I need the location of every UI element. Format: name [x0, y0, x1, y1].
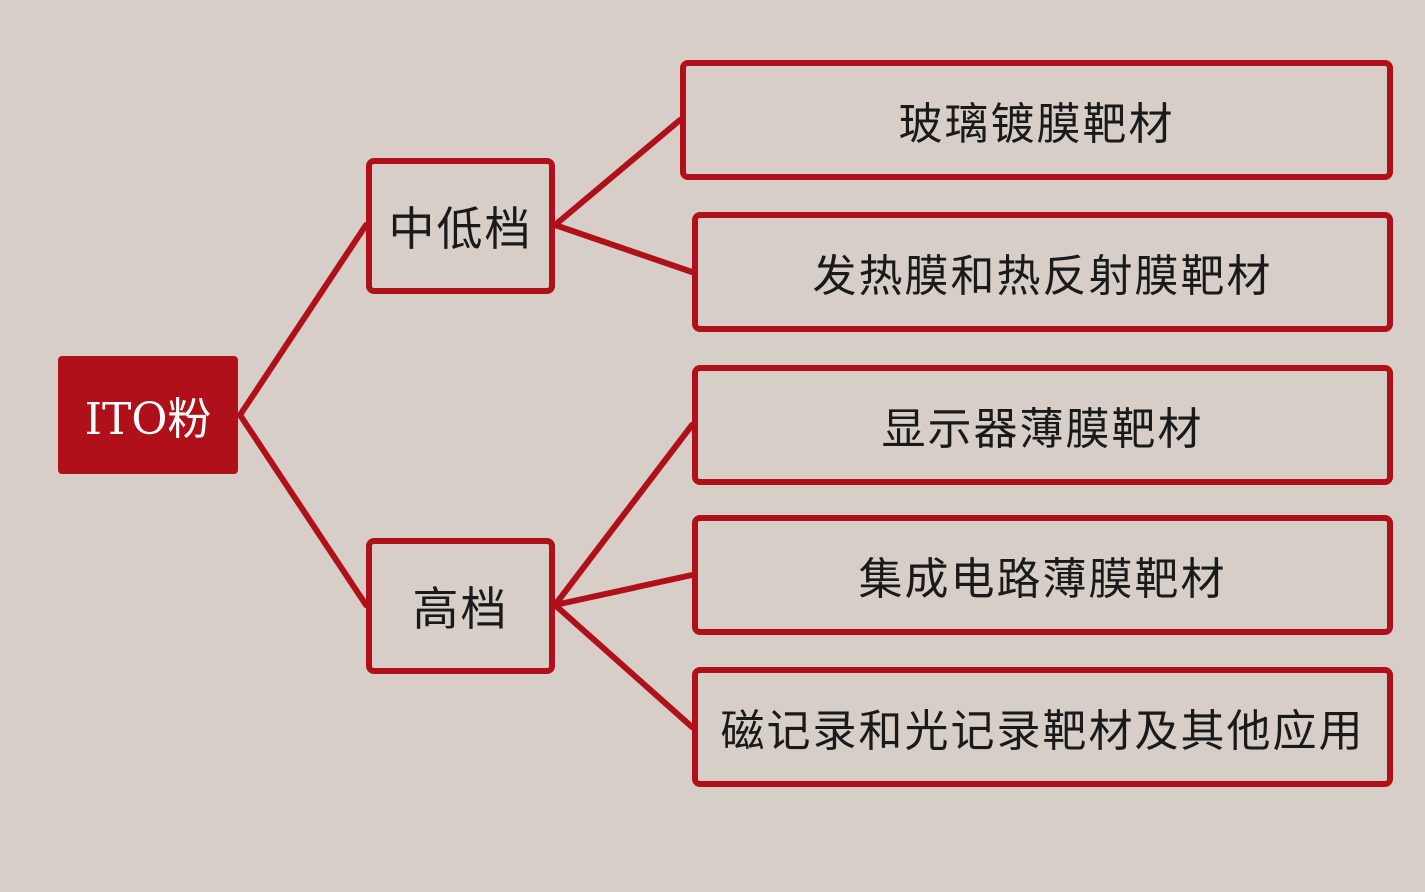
leaf-node-5: 磁记录和光记录靶材及其他应用 [692, 667, 1393, 787]
connector-high-to-leaf-4 [552, 572, 695, 608]
connector-root-to-mid-low [237, 222, 369, 418]
root-node: ITO粉 [58, 356, 238, 474]
leaf-label: 发热膜和热反射膜靶材 [812, 251, 1273, 302]
leaf-label: 显示器薄膜靶材 [881, 404, 1204, 455]
root-label: ITO粉 [84, 394, 212, 445]
leaf-label: 磁记录和光记录靶材及其他应用 [720, 706, 1365, 757]
branch-node-mid-low: 中低档 [366, 158, 555, 294]
connector-mid-low-to-leaf-1 [552, 117, 683, 228]
connector-root-to-high [237, 412, 369, 608]
leaf-node-4: 集成电路薄膜靶材 [692, 515, 1393, 635]
leaf-node-3: 显示器薄膜靶材 [692, 365, 1393, 485]
branch-label: 中低档 [388, 202, 533, 256]
leaf-node-1: 玻璃镀膜靶材 [680, 60, 1393, 180]
branch-label: 高档 [412, 582, 509, 636]
connector-mid-low-to-leaf-2 [552, 222, 695, 275]
connector-high-to-leaf-5 [552, 602, 695, 730]
leaf-node-2: 发热膜和热反射膜靶材 [692, 212, 1393, 332]
branch-node-high: 高档 [366, 538, 555, 674]
connector-high-to-leaf-3 [552, 422, 695, 608]
leaf-label: 玻璃镀膜靶材 [898, 99, 1175, 150]
leaf-label: 集成电路薄膜靶材 [858, 554, 1227, 605]
